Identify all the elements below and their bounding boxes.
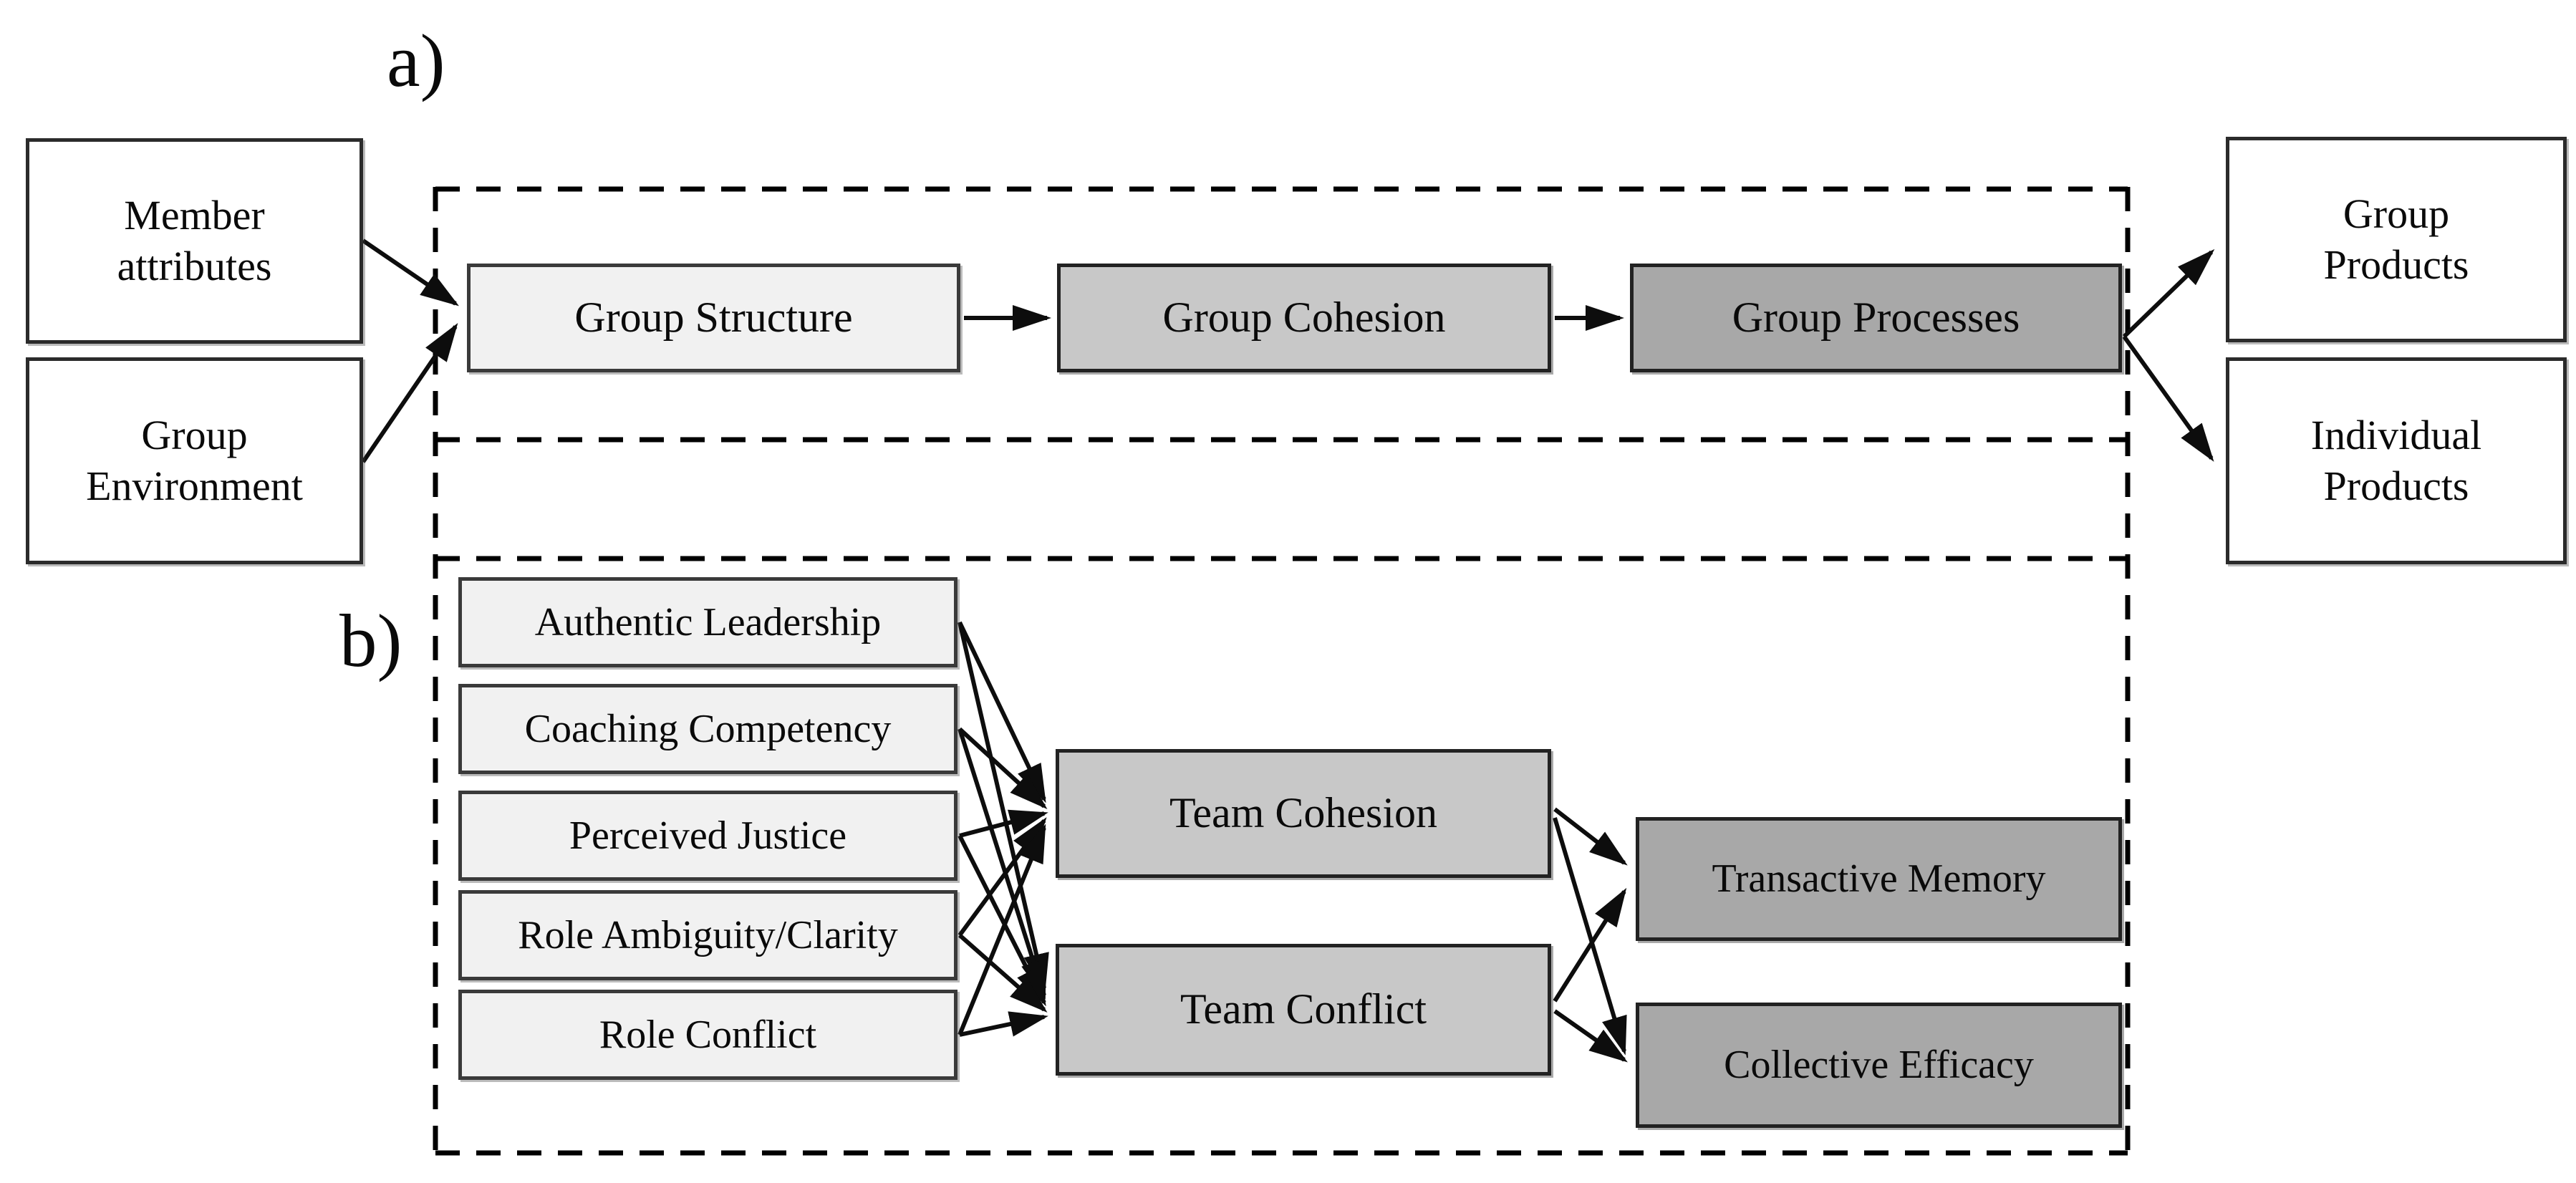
node-transactive-memory-label: Transactive Memory xyxy=(1712,856,2046,902)
node-team-cohesion: Team Cohesion xyxy=(1056,749,1551,878)
node-group-environment: Group Environment xyxy=(26,357,363,564)
panel-b-fan-arrows xyxy=(957,621,1049,1037)
panel-b-cross-arrows xyxy=(1553,807,1628,1063)
node-collective-efficacy: Collective Efficacy xyxy=(1636,1003,2122,1128)
node-authentic-leadership-label: Authentic Leadership xyxy=(534,599,882,644)
node-group-products-label: Group Products xyxy=(2323,190,2469,288)
node-group-processes-label: Group Processes xyxy=(1732,294,2020,342)
node-role-conflict: Role Conflict xyxy=(458,990,957,1080)
node-member-attributes: Member attributes xyxy=(26,138,363,344)
node-transactive-memory: Transactive Memory xyxy=(1636,817,2122,941)
node-team-conflict-label: Team Conflict xyxy=(1180,985,1427,1033)
node-group-structure: Group Structure xyxy=(467,264,960,372)
node-team-cohesion-label: Team Cohesion xyxy=(1169,789,1438,837)
panel-b-label: b) xyxy=(339,599,402,682)
panel-a-arrows xyxy=(361,238,2215,463)
node-group-cohesion: Group Cohesion xyxy=(1057,264,1551,372)
node-member-attributes-label: Member attributes xyxy=(117,191,272,289)
panel-a-label: a) xyxy=(387,19,445,102)
node-group-products: Group Products xyxy=(2226,137,2567,342)
node-role-ambiguity-clarity-label: Role Ambiguity/Clarity xyxy=(518,912,898,957)
node-coaching-competency: Coaching Competency xyxy=(458,684,957,774)
node-individual-products: Individual Products xyxy=(2226,357,2567,564)
node-role-ambiguity-clarity: Role Ambiguity/Clarity xyxy=(458,890,957,980)
node-individual-products-label: Individual Products xyxy=(2310,411,2482,509)
node-perceived-justice-label: Perceived Justice xyxy=(569,813,847,858)
node-collective-efficacy-label: Collective Efficacy xyxy=(1724,1043,2034,1088)
node-role-conflict-label: Role Conflict xyxy=(599,1012,817,1057)
node-coaching-competency-label: Coaching Competency xyxy=(524,706,892,751)
node-group-structure-label: Group Structure xyxy=(574,294,853,342)
node-perceived-justice: Perceived Justice xyxy=(458,791,957,881)
node-authentic-leadership: Authentic Leadership xyxy=(458,577,957,667)
node-group-cohesion-label: Group Cohesion xyxy=(1162,294,1446,342)
node-group-environment-label: Group Environment xyxy=(86,411,303,509)
node-group-processes: Group Processes xyxy=(1630,264,2122,372)
dashed-frames xyxy=(433,186,2131,1156)
node-team-conflict: Team Conflict xyxy=(1056,944,1551,1076)
